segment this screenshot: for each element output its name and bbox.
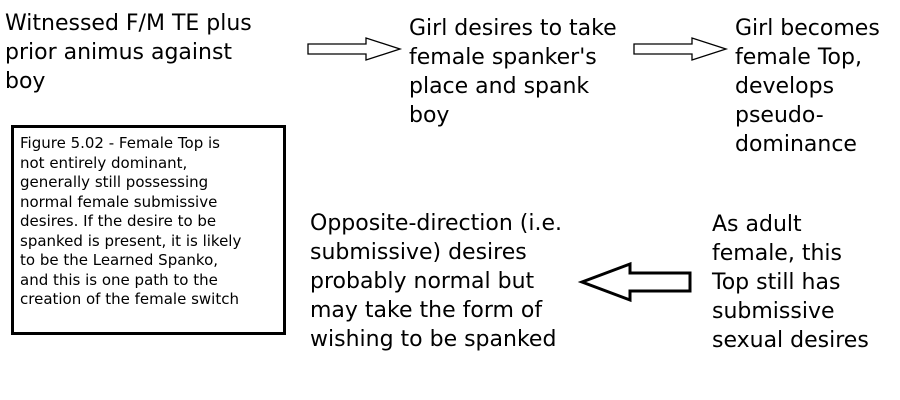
arrow-e-to-d-icon [577, 261, 692, 303]
node-opposite-direction: Opposite-direction (i.e. submissive) des… [310, 211, 563, 352]
node-witnessed-te: Witnessed F/M TE plus prior animus again… [5, 11, 252, 94]
node-adult-female-top: As adult female, this Top still has subm… [712, 212, 869, 353]
node-girl-becomes-top: Girl becomes female Top, develops pseudo… [735, 16, 880, 157]
figure-caption-box: Figure 5.02 - Female Top is not entirely… [11, 125, 286, 335]
node-girl-desires: Girl desires to take female spanker's pl… [409, 16, 617, 128]
arrow-a-to-b-icon [307, 37, 403, 61]
arrow-b-to-c-icon [633, 37, 729, 61]
figure-caption: Figure 5.02 - Female Top is not entirely… [20, 134, 242, 308]
